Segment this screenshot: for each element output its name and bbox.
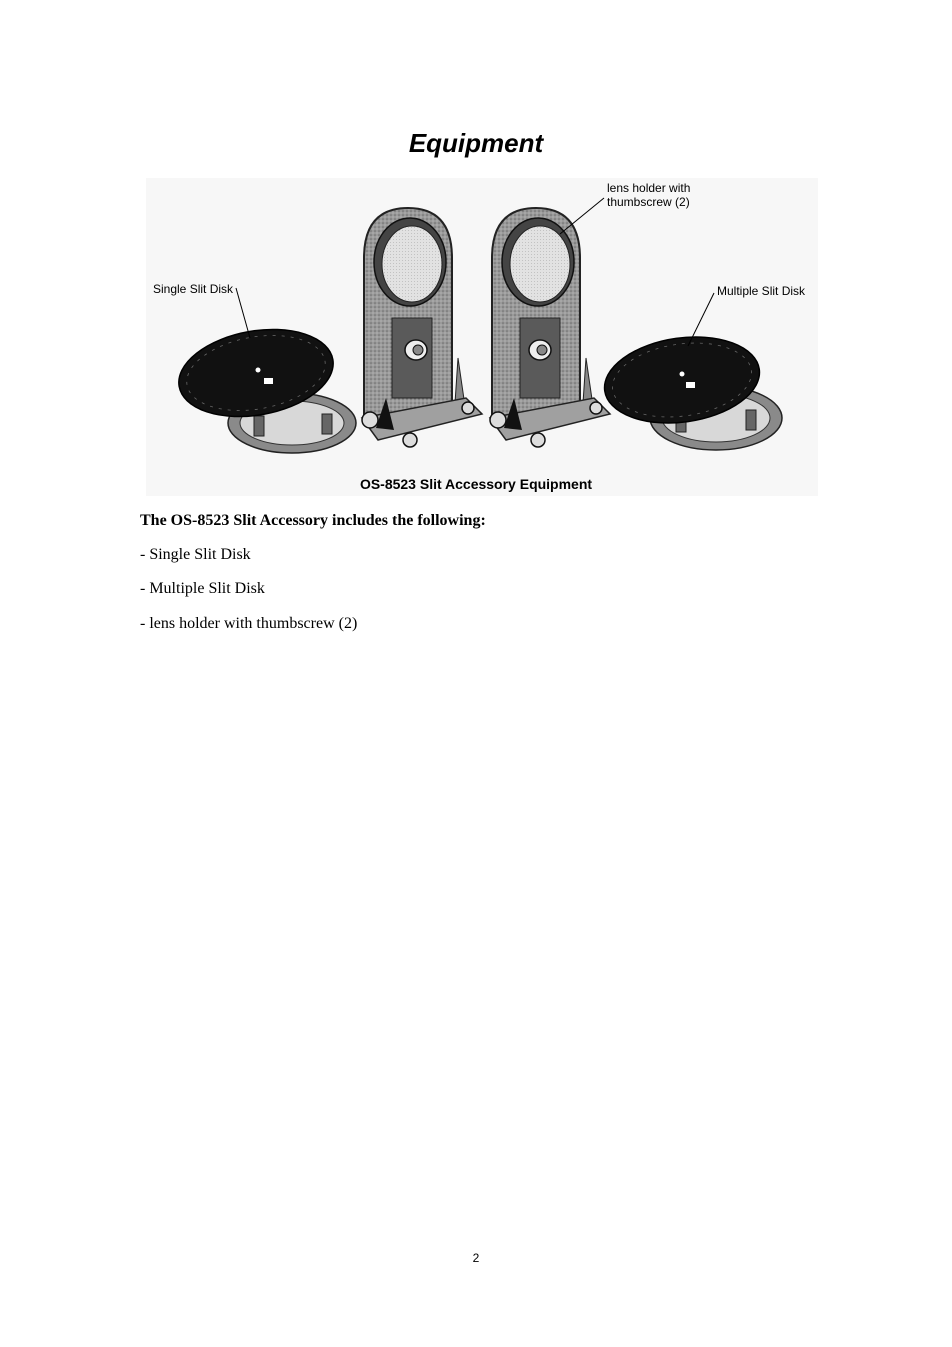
single-slit-disk xyxy=(178,328,357,454)
page-number: 2 xyxy=(472,1251,480,1265)
page-title: Equipment xyxy=(408,128,544,158)
list-item: - lens holder with thumbscrew (2) xyxy=(140,615,358,632)
equipment-illustration: lens holder with thumbscrew (2) Single S… xyxy=(146,178,818,496)
intro-heading: The OS-8523 Slit Accessory includes the … xyxy=(140,512,486,529)
lens-holder-leader-line xyxy=(559,197,605,235)
equipment-drawing xyxy=(178,197,783,454)
list-item: - Single Slit Disk xyxy=(140,546,251,563)
multiple-slit-leader-line xyxy=(687,292,715,347)
list-item: - Multiple Slit Disk xyxy=(140,580,265,597)
multiple-slit-callout: Multiple Slit Disk xyxy=(717,284,806,298)
single-slit-callout: Single Slit Disk xyxy=(153,282,234,296)
lens-holder-callout: lens holder with thumbscrew (2) xyxy=(607,181,691,209)
lens-holder-right xyxy=(488,206,612,448)
multiple-slit-disk xyxy=(603,336,783,451)
figure-caption: OS-8523 Slit Accessory Equipment xyxy=(359,476,593,492)
single-slit-leader-line xyxy=(235,287,251,339)
lens-holder-left xyxy=(360,206,484,448)
